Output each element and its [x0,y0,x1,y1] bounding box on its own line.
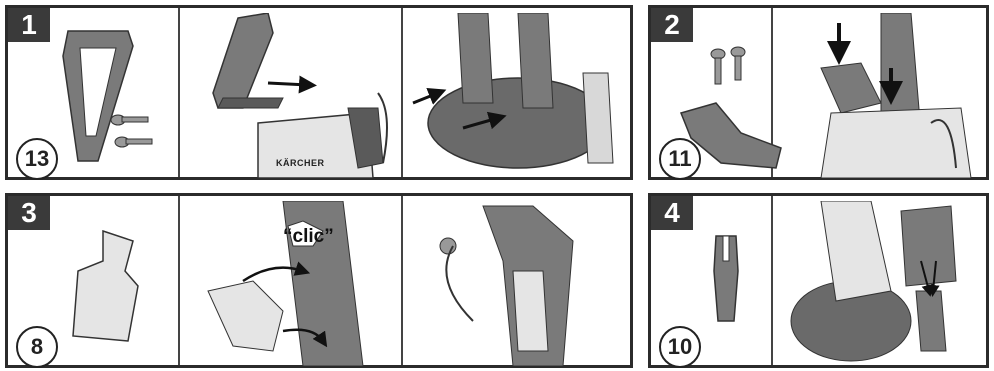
step-3-panel: 3 8 “clic” [5,193,633,368]
screws-illustration [110,114,153,148]
clip-mounting-illustration [790,201,957,362]
part-count-badge: 11 [659,138,701,180]
step-number: 4 [651,196,693,230]
tank-insertion-illustration [207,201,364,366]
part-count-badge: 8 [16,326,58,368]
clip-part-illustration [713,235,739,322]
holder-mounting-illustration [820,13,972,178]
part-count-badge: 10 [659,326,701,368]
panel-divider [178,8,180,177]
handle-part-illustration [62,30,134,162]
click-callout: “clic” [283,226,334,247]
panel-divider [401,8,403,177]
brand-label: KÄRCHER [276,158,325,168]
handle-insertion-illustration [212,13,388,178]
panel-divider [771,8,773,177]
step-4-panel: 4 10 [648,193,989,368]
step-2-panel: 2 11 [648,5,989,180]
step-number: 2 [651,8,693,42]
tank-installed-illustration [439,205,574,366]
panel-divider [771,196,773,365]
screws-illustration [710,46,746,85]
detergent-tank-illustration [72,229,139,342]
step-number: 1 [8,8,50,42]
step-number: 3 [8,196,50,230]
step-1-panel: 1 13 KÄRCHER [5,5,633,180]
holder-part-illustration [679,102,782,169]
part-count-badge: 13 [16,138,58,180]
panel-divider [401,196,403,365]
handle-screwing-illustration [412,13,614,169]
panel-divider [178,196,180,365]
